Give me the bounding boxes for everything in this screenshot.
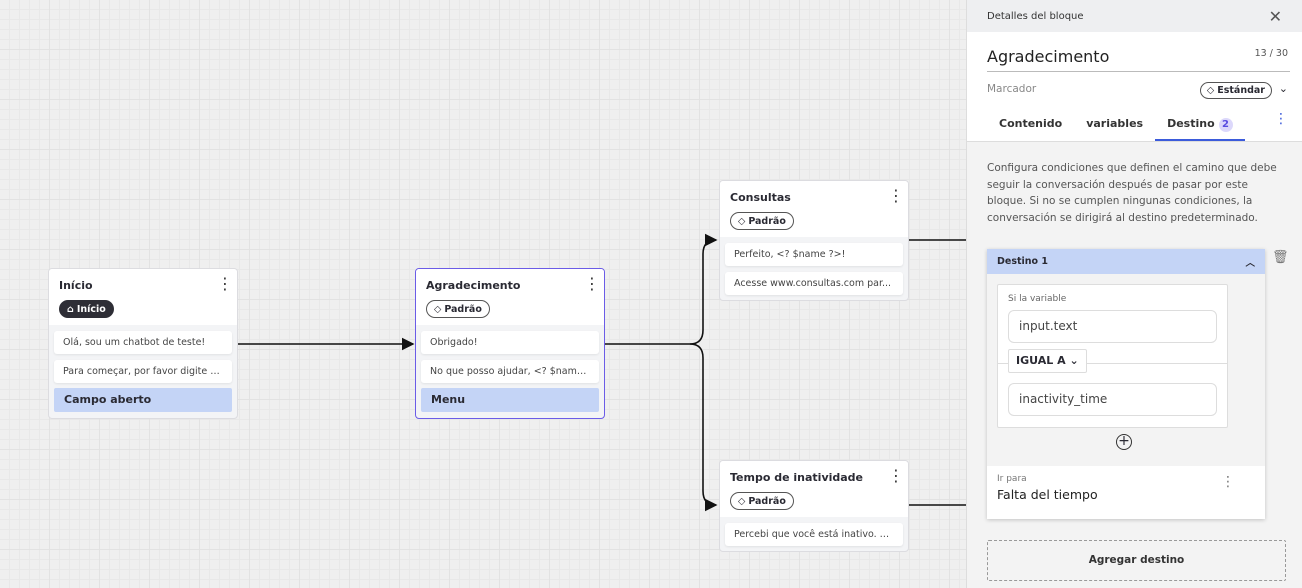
node-tag: ⌂Início — [59, 300, 114, 318]
destination-title: Destino 1 — [997, 256, 1048, 267]
edges — [238, 233, 966, 512]
value-input[interactable]: inactivity_time — [1008, 383, 1217, 416]
node-tag: ◇Padrão — [730, 212, 794, 230]
more-vertical-icon[interactable]: ⋮ — [888, 466, 904, 485]
more-vertical-icon[interactable]: ⋮ — [1221, 474, 1235, 490]
trash-icon[interactable]: 🗑 — [1272, 250, 1289, 265]
message-item[interactable]: Olá, sou um chatbot de teste! — [54, 331, 232, 354]
block-details-panel: Detalles del bloque ✕ Agradecimento 13 / … — [966, 0, 1302, 588]
node-consultas[interactable]: Consultas ⋮ ◇Padrão Perfeito, <? $name ?… — [719, 180, 909, 301]
more-vertical-icon[interactable]: ⋮ — [1274, 111, 1288, 127]
node-inicio[interactable]: Início ⋮ ⌂Início Olá, sou um chatbot de … — [48, 268, 238, 419]
message-item[interactable]: Obrigado! — [421, 331, 599, 354]
node-agradecimento[interactable]: Agradecimento ⋮ ◇Padrão Obrigado! No que… — [415, 268, 605, 419]
node-title: Tempo de inatividade — [730, 471, 864, 484]
chevron-down-icon[interactable]: ⌄ — [1278, 82, 1288, 95]
tab-contenido[interactable]: Contenido — [999, 117, 1063, 130]
block-name-input[interactable]: Agradecimento — [987, 47, 1110, 66]
tag-icon: ◇ — [738, 495, 746, 507]
condition-label: Si la variable — [1008, 294, 1067, 304]
node-tag: ◇Padrão — [730, 492, 794, 510]
flow-canvas[interactable]: Início ⋮ ⌂Início Olá, sou um chatbot de … — [0, 0, 966, 588]
goto-label: Ir para — [997, 474, 1027, 484]
message-item[interactable]: No que posso ajudar, <? $name ... — [421, 360, 599, 383]
home-icon: ⌂ — [67, 303, 74, 315]
goto-select[interactable]: Falta del tiempo — [997, 487, 1098, 502]
condition-box: Si la variable input.text IGUAL A ⌄ inac… — [997, 284, 1228, 428]
edge-agradecimento-tempo — [689, 343, 718, 512]
edge-agradecimento-consultas — [605, 233, 718, 345]
node-title: Início — [59, 279, 93, 292]
message-item[interactable]: Percebi que você está inativo. C... — [725, 523, 903, 546]
message-item[interactable]: Perfeito, <? $name ?>! — [725, 243, 903, 266]
tab-variables[interactable]: variables — [1086, 117, 1144, 130]
node-title: Agradecimento — [426, 279, 521, 292]
marker-select[interactable]: ◇Estándar — [1199, 82, 1272, 99]
operator-select[interactable]: IGUAL A ⌄ — [1008, 349, 1087, 373]
message-item[interactable]: Para começar, por favor digite o ... — [54, 360, 232, 383]
tag-icon: ◇ — [434, 303, 442, 315]
chevron-up-icon[interactable]: ︿ — [1245, 257, 1255, 269]
message-item[interactable]: Acesse www.consultas.com par... — [725, 272, 903, 295]
menu-item[interactable]: Menu — [421, 388, 599, 412]
tab-destino[interactable]: Destino 2 — [1155, 110, 1245, 141]
destination-description: Configura condiciones que definen el cam… — [987, 162, 1277, 224]
count-badge: 2 — [1218, 118, 1233, 132]
node-tag: ◇Padrão — [426, 300, 490, 318]
add-condition-icon[interactable]: + — [1116, 434, 1132, 450]
close-icon[interactable]: ✕ — [1268, 6, 1282, 26]
variable-input[interactable]: input.text — [1008, 310, 1217, 343]
input-item[interactable]: Campo aberto — [54, 388, 232, 412]
add-destination-button[interactable]: Agregar destino — [987, 540, 1286, 581]
tag-icon: ◇ — [1206, 85, 1215, 96]
more-vertical-icon[interactable]: ⋮ — [584, 274, 600, 293]
tag-icon: ◇ — [738, 215, 746, 227]
node-tempo-de-inatividade[interactable]: Tempo de inatividade ⋮ ◇Padrão Percebi q… — [719, 460, 909, 552]
more-vertical-icon[interactable]: ⋮ — [217, 274, 233, 293]
char-count: 13 / 30 — [1254, 48, 1288, 59]
more-vertical-icon[interactable]: ⋮ — [888, 186, 904, 205]
panel-title: Detalles del bloque — [987, 10, 1084, 22]
chevron-down-icon: ⌄ — [1069, 354, 1079, 367]
marker-label: Marcador — [987, 83, 1037, 95]
destination-card: Destino 1 ︿ Si la variable input.text IGU… — [987, 249, 1265, 519]
node-title: Consultas — [730, 191, 791, 204]
